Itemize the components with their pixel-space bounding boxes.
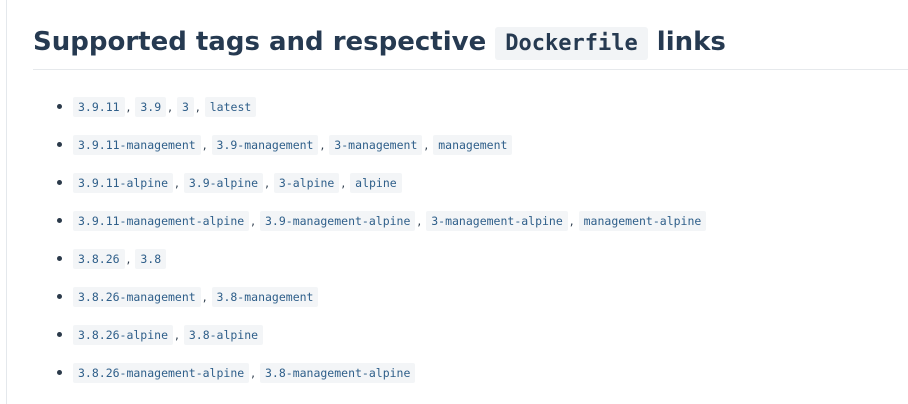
tag-link[interactable]: 3.9-alpine (183, 173, 264, 193)
bullet-icon (57, 218, 62, 223)
bullet-icon (57, 142, 62, 147)
tag-link[interactable]: management-alpine (578, 211, 707, 231)
tag-separator: , (195, 100, 200, 114)
tag-list-item: 3.9.11,3.9,3,latest (57, 90, 706, 128)
tag-link[interactable]: 3.9-management (211, 135, 319, 155)
tag-list-item: 3.8.26, 3.8 (57, 242, 706, 280)
tag-list-item: 3.9.11-management,3.9-management,3-manag… (57, 128, 706, 166)
tag-separator: , (126, 100, 131, 114)
bullet-icon (57, 104, 62, 109)
tag-link[interactable]: 3.9.11-management-alpine (73, 211, 250, 231)
heading-dockerfile-code: Dockerfile (495, 27, 648, 60)
tag-separator: , (175, 176, 179, 190)
tag-link[interactable]: 3 (176, 97, 194, 117)
tag-separator: , (168, 100, 172, 114)
tag-group: 3.9.11-management,3.9-management,3-manag… (73, 135, 513, 155)
tag-separator: , (251, 214, 255, 228)
tag-link[interactable]: 3.9.11-management (73, 135, 201, 155)
tag-separator: , (202, 290, 207, 304)
content-left-border (0, 0, 7, 404)
tag-separator: , (320, 138, 325, 152)
tag-link[interactable]: 3.8 (135, 249, 167, 269)
tag-link[interactable]: latest (204, 97, 257, 117)
tag-separator: , (265, 176, 269, 190)
tag-list-item: 3.8.26-alpine, 3.8-alpine (57, 318, 706, 356)
bullet-icon (57, 332, 62, 337)
tag-link[interactable]: 3.9.11-alpine (73, 173, 174, 193)
bullet-icon (57, 294, 62, 299)
tag-link[interactable]: 3.9.11 (73, 97, 125, 117)
tag-link[interactable]: 3-alpine (273, 173, 340, 193)
tag-group: 3.8.26-management, 3.8-management (73, 287, 319, 307)
tag-link[interactable]: 3.8-management (211, 287, 319, 307)
tag-link[interactable]: alpine (350, 173, 402, 193)
bullet-icon (57, 180, 62, 185)
tag-group: 3.9.11,3.9,3,latest (73, 97, 257, 117)
heading-divider (33, 69, 908, 70)
tag-group: 3.9.11-alpine,3.9-alpine,3-alpine,alpine (73, 173, 402, 193)
heading-prefix: Supported tags and respective (33, 27, 487, 57)
tag-link[interactable]: 3.8-alpine (183, 325, 264, 345)
tag-link[interactable]: 3.9-management-alpine (260, 211, 416, 231)
tag-link[interactable]: 3-management-alpine (426, 211, 568, 231)
tag-separator: , (251, 366, 255, 380)
tag-list-item: 3.8.26-management-alpine, 3.8-management-… (57, 356, 706, 394)
bullet-icon (57, 256, 62, 261)
tag-link[interactable]: management (433, 135, 513, 155)
tag-link[interactable]: 3-management (329, 135, 423, 155)
tag-group: 3.8.26-management-alpine, 3.8-management-… (73, 363, 416, 383)
tag-link[interactable]: 3.8.26-management-alpine (73, 363, 250, 383)
tag-separator: , (341, 176, 346, 190)
tag-separator: , (417, 214, 422, 228)
tag-list-item: 3.9.11-management-alpine,3.9-management-… (57, 204, 707, 242)
tag-group: 3.8.26, 3.8 (73, 249, 167, 269)
tag-link[interactable]: 3.9 (135, 97, 167, 117)
heading-suffix: links (656, 27, 726, 57)
tag-link[interactable]: 3.8.26 (73, 249, 125, 269)
tag-list-item: 3.9.11-alpine,3.9-alpine,3-alpine,alpine (57, 166, 706, 204)
tag-separator: , (126, 252, 131, 266)
tag-separator: , (569, 214, 574, 228)
bullet-icon (57, 370, 62, 375)
tag-list-item: 3.8.26-management, 3.8-management (57, 280, 706, 318)
tag-group: 3.9.11-management-alpine,3.9-management-… (73, 211, 707, 231)
tag-group: 3.8.26-alpine, 3.8-alpine (73, 325, 264, 345)
tag-separator: , (202, 138, 207, 152)
section-heading: Supported tags and respective Dockerfile… (33, 22, 726, 64)
tag-separator: , (424, 138, 429, 152)
tag-link[interactable]: 3.8.26-management (73, 287, 201, 307)
tag-link[interactable]: 3.8.26-alpine (73, 325, 174, 345)
tag-separator: , (175, 328, 179, 342)
tag-link[interactable]: 3.8-management-alpine (260, 363, 416, 383)
